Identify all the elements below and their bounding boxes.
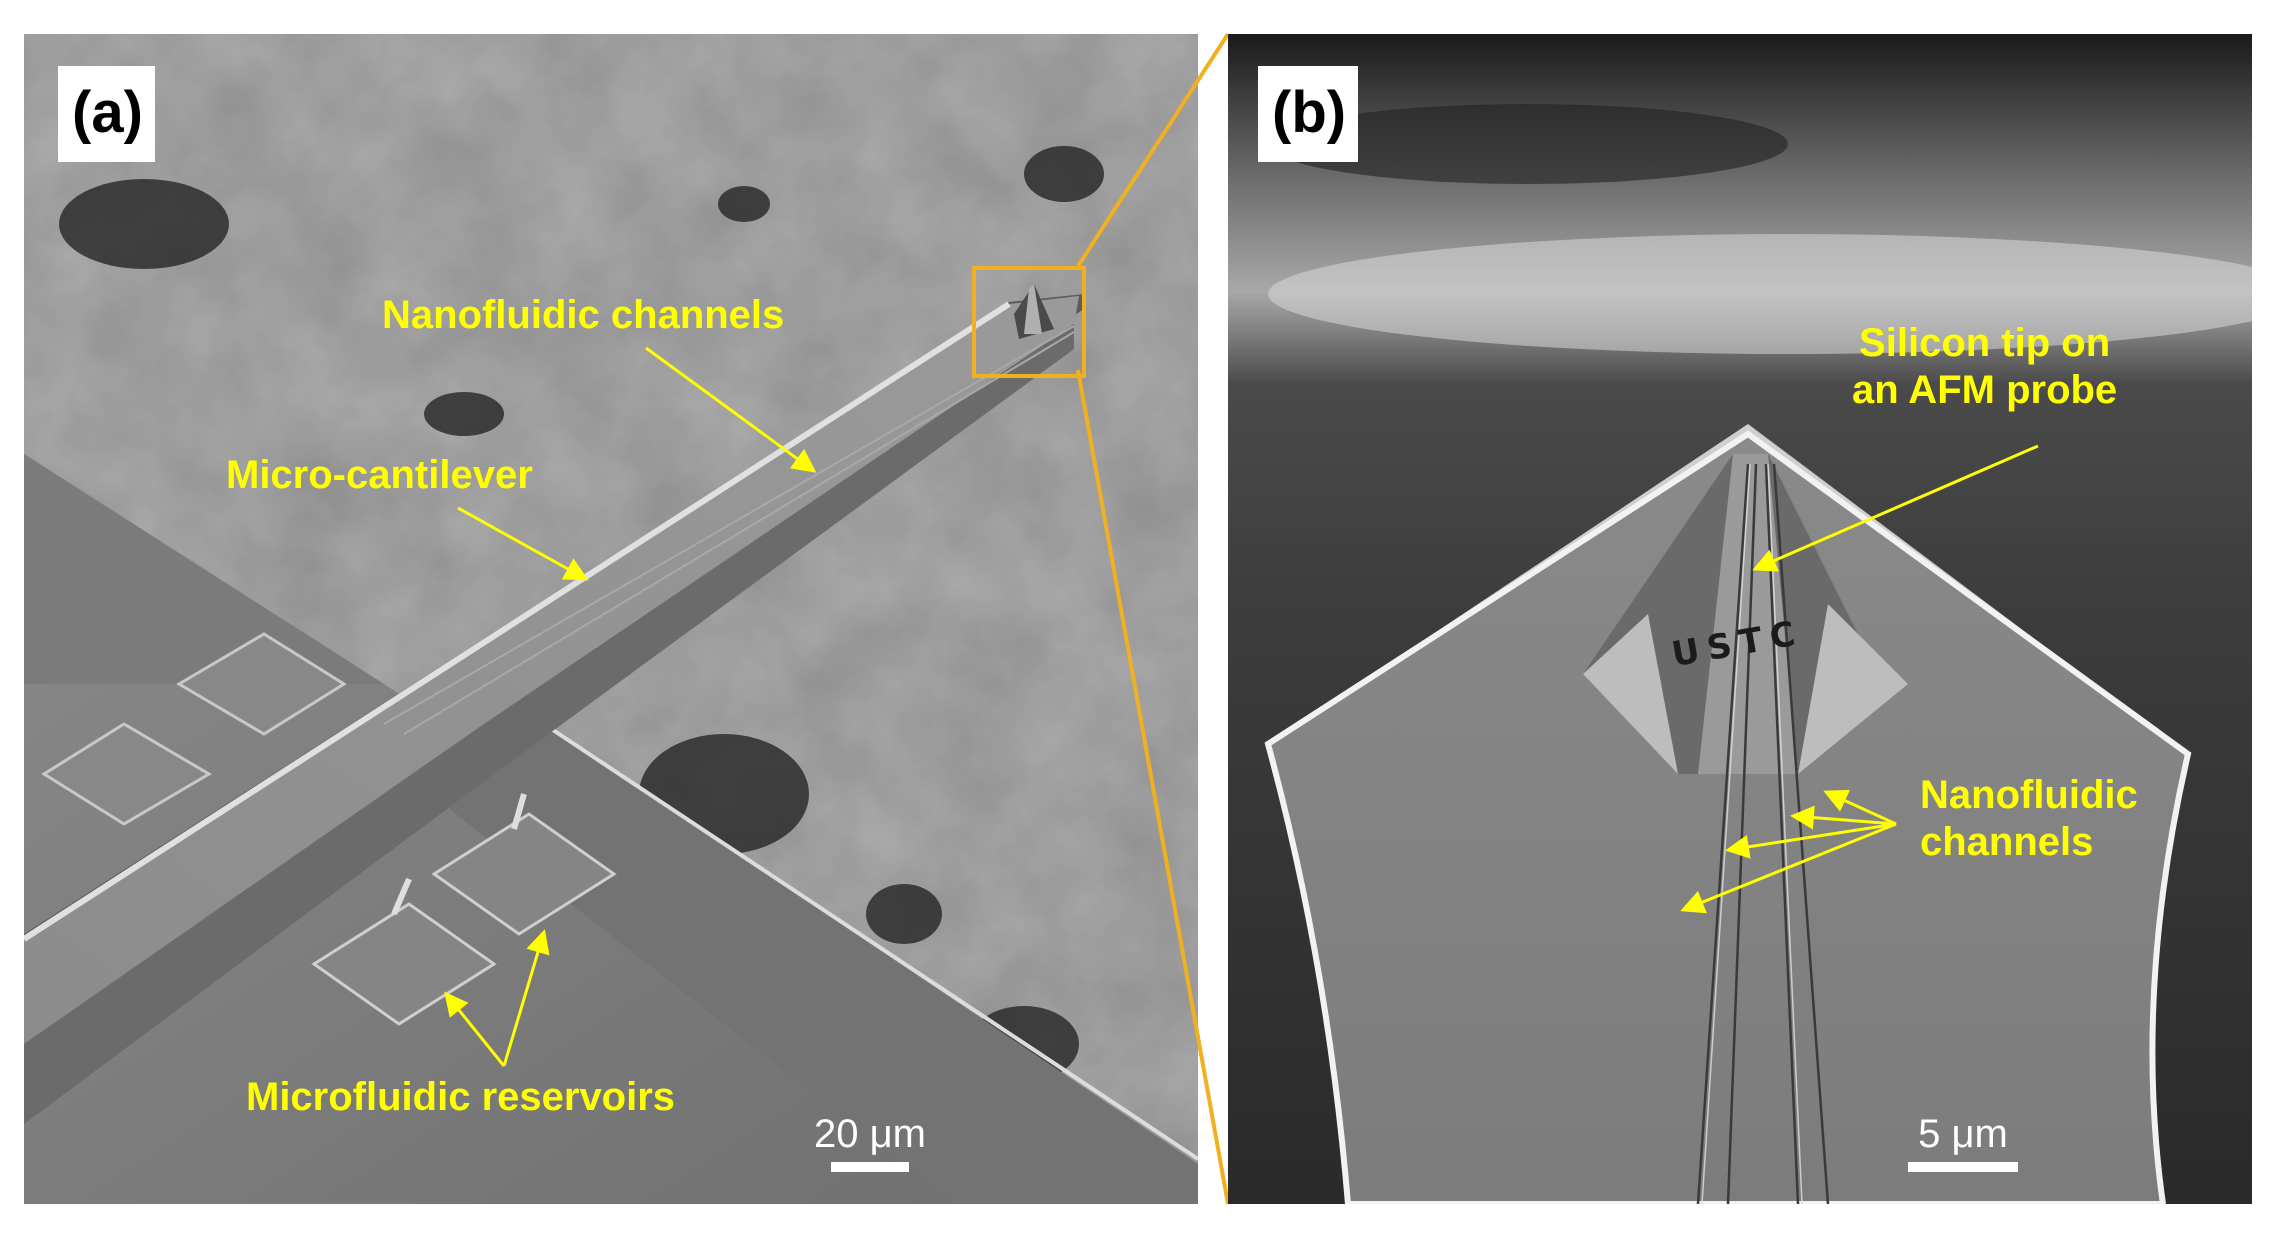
scale-bar-b-label: 5 μm	[1918, 1112, 2008, 1156]
annotation-nanofluidic-b-line2: channels	[1920, 820, 2094, 865]
scale-bar-b: 5 μm	[1898, 1114, 2028, 1172]
scale-bar-a-line	[831, 1162, 909, 1172]
scale-bar-b-line	[1908, 1162, 2018, 1172]
annotation-silicon-tip-line2: an AFM probe	[1852, 368, 2118, 413]
annotation-micro-cantilever: Micro-cantilever	[226, 453, 533, 497]
annotation-nanofluidic-b-line1: Nanofluidic	[1920, 773, 2138, 817]
panel-b-label: (b)	[1258, 66, 1359, 162]
annotation-microfluidic-reservoirs: Microfluidic reservoirs	[246, 1075, 676, 1119]
zoom-region-box	[972, 266, 1086, 378]
annotation-silicon-tip: Silicon tip on an AFM probe	[1852, 320, 2117, 414]
annotation-nanofluidic-channels-b: Nanofluidic channels	[1920, 772, 2138, 866]
scale-bar-a-label: 20 μm	[814, 1112, 926, 1156]
scale-bar-a: 20 μm	[800, 1114, 940, 1172]
panel-b-scene	[1228, 34, 2252, 1204]
annotation-silicon-tip-line1: Silicon tip on	[1859, 321, 2111, 365]
panel-a-sem-image: (a) Nanofluidic channels Micro-cantileve…	[24, 34, 1198, 1204]
panel-a-scene	[24, 34, 1198, 1204]
panel-a-label: (a)	[58, 66, 155, 162]
panel-b-sem-image: USTC (b) Silicon tip on an AFM probe Nan…	[1228, 34, 2252, 1204]
annotation-nanofluidic-channels: Nanofluidic channels	[382, 293, 785, 337]
